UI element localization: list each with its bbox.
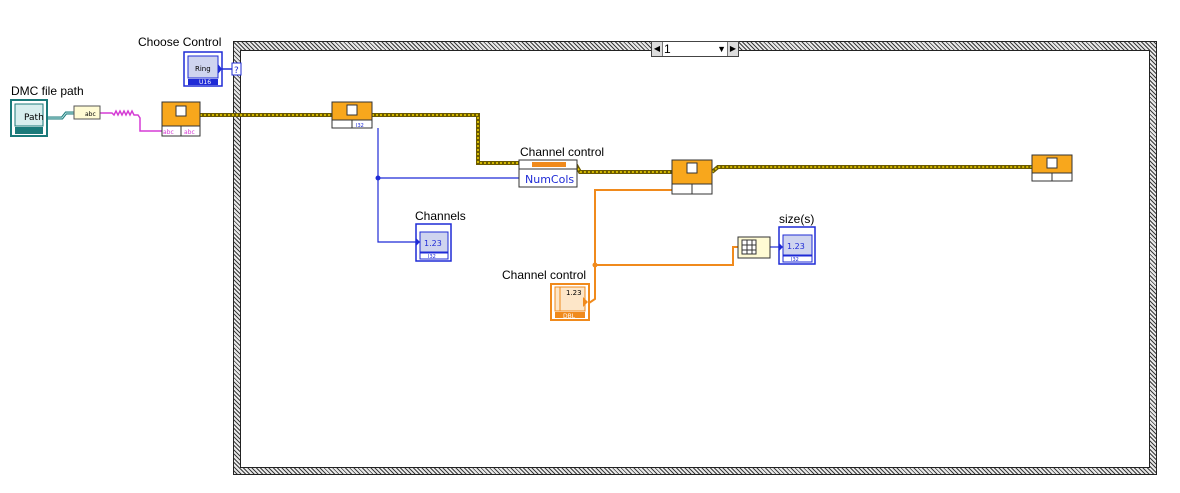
cluster-node-4 [1031, 154, 1073, 182]
node1-abc-right: abc [184, 129, 195, 136]
channel-control-type-text: DBL [563, 313, 576, 320]
numcols-text: NumCols [525, 173, 574, 186]
string-wire [100, 109, 162, 132]
channel-control-node-label: Channel control [520, 145, 605, 159]
selector-tunnel-text: ? [234, 66, 239, 76]
dmc-file-path-label: DMC file path [11, 84, 84, 98]
case-dropdown-icon[interactable]: ▼ [717, 44, 726, 54]
case-structure-body [240, 50, 1150, 468]
case-selector-value: 1 [664, 42, 671, 56]
node1-abc-left: abc [163, 129, 174, 136]
cluster-node-2 [331, 101, 373, 129]
case-prev-arrow-icon[interactable]: ◀ [652, 42, 663, 56]
int-wire-junction [375, 175, 381, 181]
case-selector-tunnel [231, 62, 242, 76]
choose-control-label: Choose Control [138, 35, 222, 49]
cluster-node-1 [161, 101, 201, 137]
channels-type-text: I32 [428, 254, 436, 260]
channel-control-terminal-label: Channel control [502, 268, 587, 282]
ring-type-text: U16 [199, 79, 211, 86]
case-next-arrow-icon[interactable]: ▶ [727, 42, 738, 56]
channels-label: Channels [415, 209, 466, 223]
path-to-string-node [73, 105, 101, 120]
ring-text: Ring [195, 65, 211, 73]
case-selector[interactable]: ◀ 1 ▼ ▶ [651, 41, 739, 57]
path-text: Path [24, 113, 44, 123]
property-node [518, 159, 578, 188]
ring-control-terminal [183, 51, 223, 87]
channels-indicator-terminal [415, 223, 452, 262]
int-wire [377, 128, 520, 243]
dbl-wire-junction [592, 262, 598, 268]
path-to-string-text: abc [85, 111, 96, 118]
path-wire [47, 111, 74, 120]
sizes-value-text: 1.23 [787, 242, 805, 251]
channel-control-value-text: 1.23 [566, 289, 582, 297]
channels-value-text: 1.23 [424, 239, 442, 248]
cluster-node-3 [671, 159, 713, 195]
sizes-indicator-terminal [778, 226, 816, 265]
channel-control-dbl-terminal [550, 283, 590, 321]
path-control-terminal [10, 99, 48, 137]
array-size-node [737, 236, 771, 259]
node2-i32-text: I32 [356, 123, 364, 129]
dbl-wire [588, 189, 740, 304]
sizes-type-text: I32 [791, 257, 799, 263]
cluster-wires [200, 113, 1032, 174]
sizes-label: size(s) [779, 212, 815, 226]
